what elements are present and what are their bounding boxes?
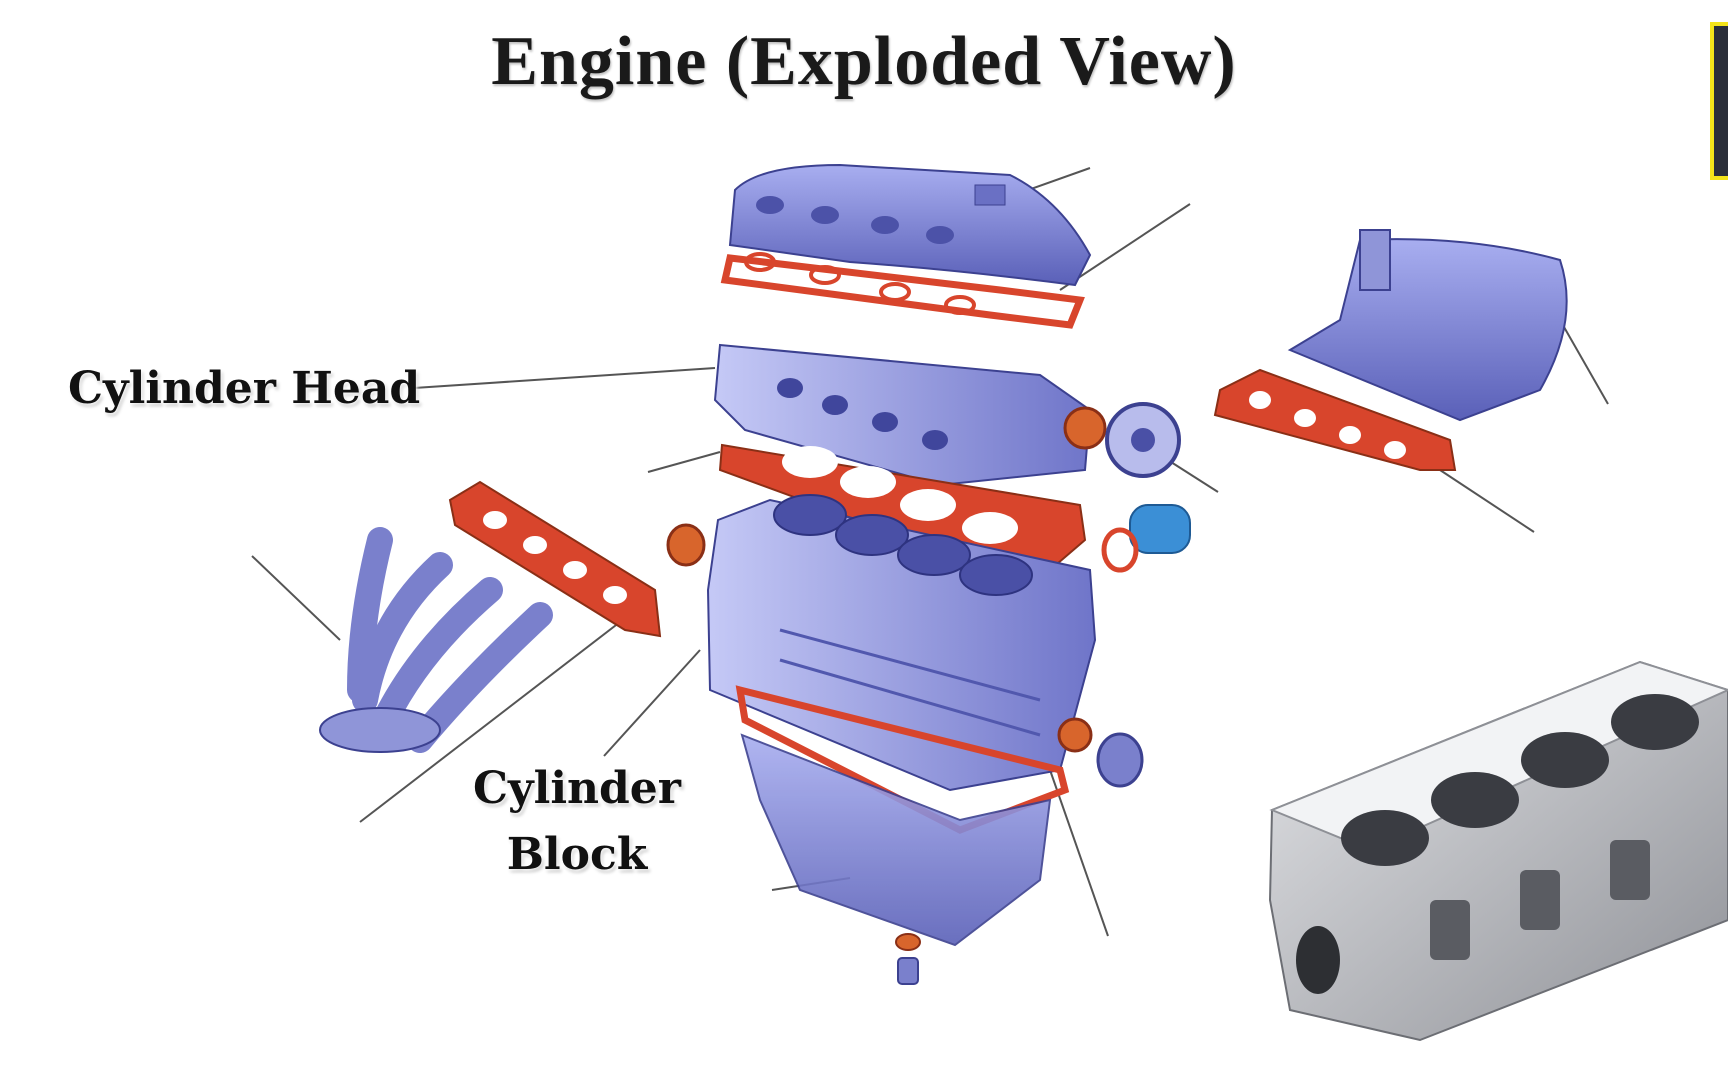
intake-manifold [1287,229,1568,422]
head-gasket [718,443,1087,572]
oil-pan [740,733,1052,947]
valve-cover [728,163,1092,287]
label-cylinder-block-line2: Block [506,829,648,880]
pulley-lower [1096,732,1144,788]
gasket-holes [744,252,976,315]
exhaust-flange [319,707,441,753]
leader-line [413,367,716,389]
leader-line [359,621,621,823]
leader-line [1439,469,1535,533]
intake-gasket [1213,368,1457,471]
leader-line [1559,319,1609,405]
drain-plug [897,957,919,985]
diagram-title: Engine (Exploded View) [491,23,1237,100]
leader-line [251,555,341,641]
cylinder-block [706,494,1097,792]
leader-line [603,649,701,757]
seal-lower [1057,717,1093,753]
corner-badge [1710,22,1728,180]
label-cylinder-head: Cylinder Head [68,363,421,414]
water-pump [1101,504,1191,573]
label-cylinder-block: Cylinder Block [472,756,682,888]
leader-line [1049,769,1109,937]
leader-line [1059,203,1191,291]
crank-seal [666,523,706,567]
timing-pulley [1105,402,1181,478]
label-cylinder-block-line1: Cylinder [473,763,681,814]
drain-washer [895,933,921,951]
cylinder-head [713,343,1107,487]
leader-lines [251,167,1609,937]
valve-cover-gasket [720,254,1085,329]
leader-line [647,451,721,473]
exhaust-gasket [448,480,662,638]
cylinder-head-photo [1268,660,1728,1042]
